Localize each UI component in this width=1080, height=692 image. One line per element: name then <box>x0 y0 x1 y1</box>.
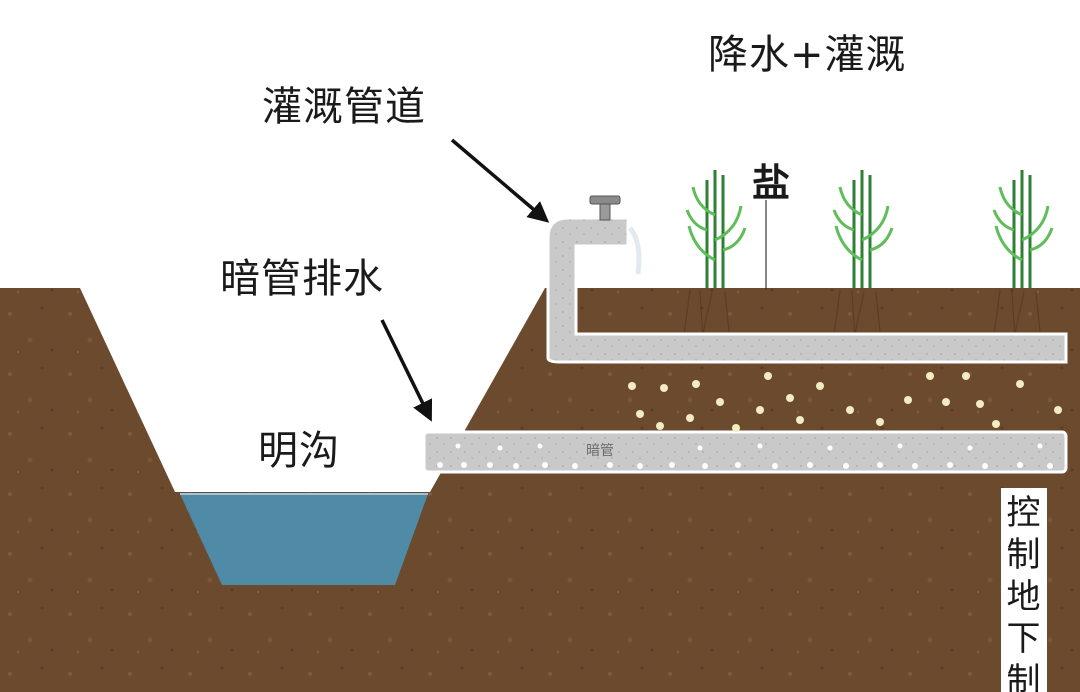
root-zone <box>681 289 1043 361</box>
subsurface-drainage-label: 暗管排水 <box>220 256 384 302</box>
open-ditch-label: 明沟 <box>258 428 340 474</box>
arrow-icon <box>380 319 433 422</box>
plant-icon <box>685 170 1054 288</box>
control-groundwater-label: 控制地下制 <box>1001 488 1047 692</box>
arrow-icon <box>450 138 550 223</box>
salt-particles <box>628 372 1062 432</box>
ditch-water <box>180 494 428 585</box>
pipe-tag-label: 暗管 <box>586 443 614 459</box>
irrigation-pipe-label: 灌溉管道 <box>262 84 426 130</box>
precipitation-irrigation-label: 降水+灌溉 <box>708 32 907 78</box>
drainage-pipe <box>422 430 1068 474</box>
soil-body <box>0 288 1080 692</box>
faucet-icon <box>589 195 642 275</box>
salt-label: 盐 <box>752 161 792 205</box>
irrigation-pipe <box>546 216 1068 364</box>
